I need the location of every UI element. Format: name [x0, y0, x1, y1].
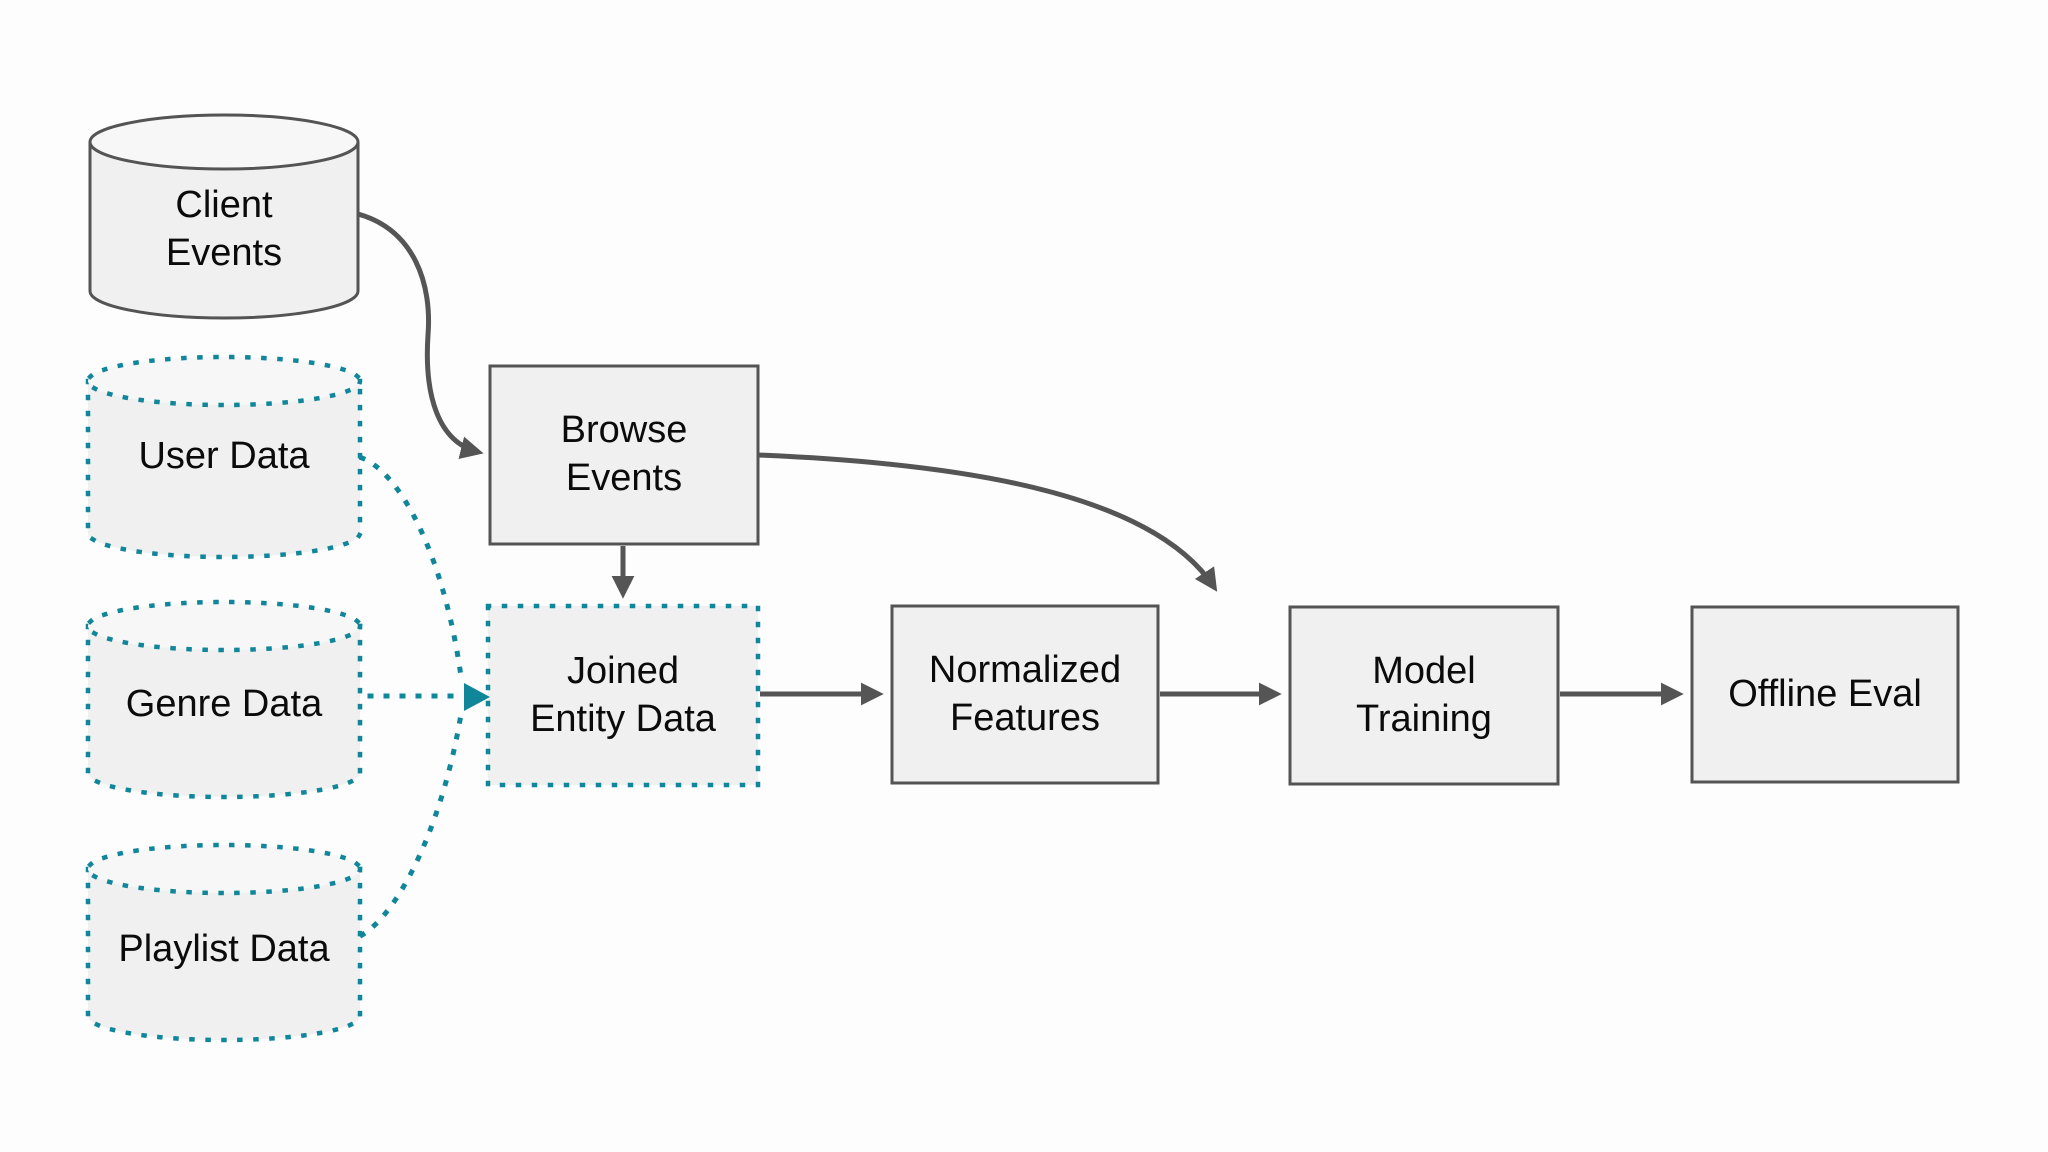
client-events-cylinder-body: [88, 142, 360, 320]
node-user-data: [85, 354, 363, 560]
node-client-events: [88, 113, 360, 320]
node-model-training: [1288, 605, 1560, 786]
teal-arrowhead-icon: [464, 683, 490, 711]
playlist-data-cylinder-body: [85, 866, 363, 1043]
edge-user-data-to-joined-entity-data: [358, 454, 465, 687]
edge-client-events-to-browse-events: [357, 211, 484, 459]
node-joined-entity-data: [485, 603, 761, 788]
user-data-cylinder-top: [85, 354, 363, 408]
playlist-data-cylinder-top: [85, 842, 363, 896]
edge-playlist-data-to-joined-entity-data: [358, 705, 465, 939]
user-data-cylinder-body: [85, 378, 363, 560]
edge-browse-events-to-model-training: [757, 452, 1218, 592]
client-events-cylinder-top: [88, 113, 360, 171]
node-genre-data: [85, 599, 363, 800]
genre-data-cylinder-body: [85, 623, 363, 800]
node-offline-eval: [1690, 605, 1960, 784]
node-playlist-data: [85, 842, 363, 1043]
node-normalized-features: [890, 604, 1160, 785]
genre-data-cylinder-top: [85, 599, 363, 653]
node-browse-events: [488, 364, 760, 546]
